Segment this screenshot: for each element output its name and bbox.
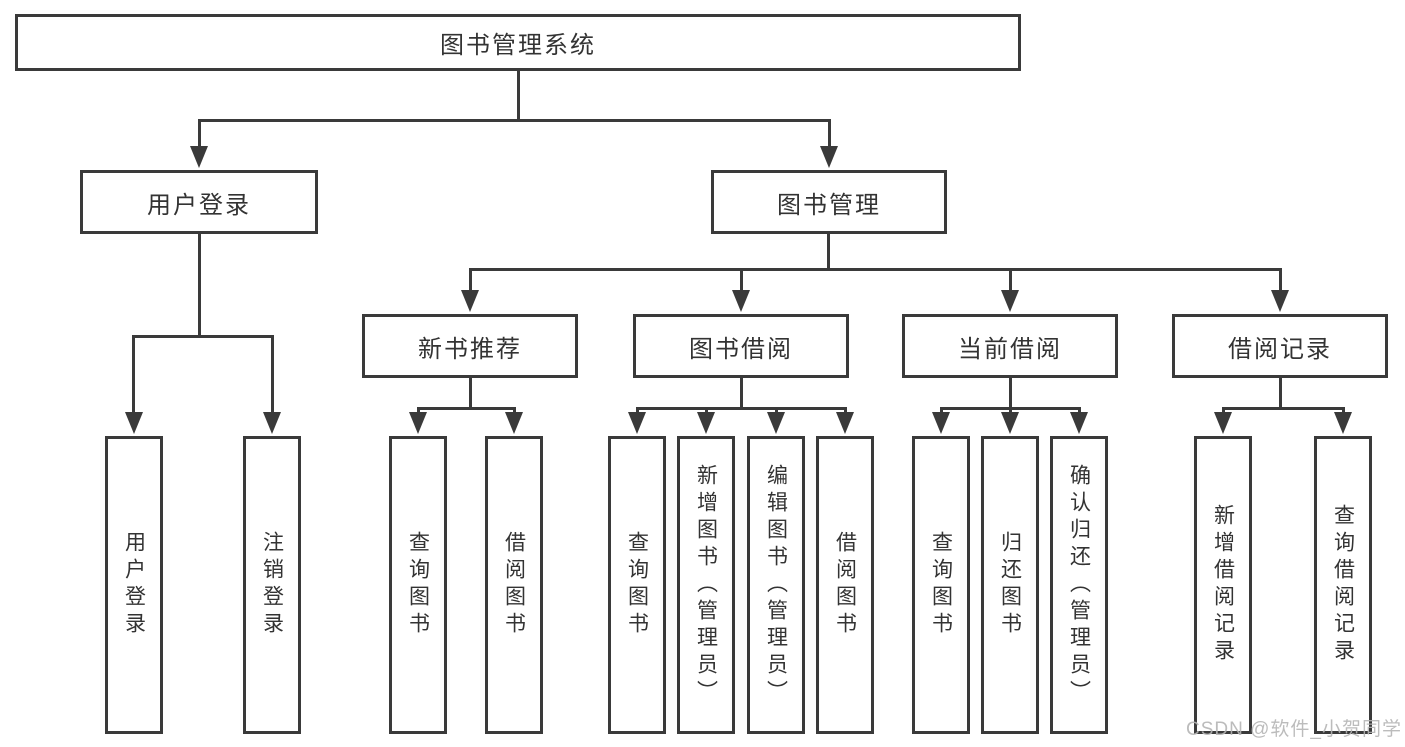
connector-line	[1009, 407, 1012, 416]
arrowhead-down-icon	[190, 146, 208, 168]
arrowhead-down-icon	[767, 412, 785, 434]
connector-line	[1222, 407, 1225, 416]
connector-line	[1279, 268, 1282, 294]
connector-line	[132, 335, 274, 338]
arrowhead-down-icon	[697, 412, 715, 434]
connector-line	[417, 407, 420, 416]
leaf-logout: 注销登录	[243, 436, 301, 734]
leaf-return-book: 归还图书	[981, 436, 1039, 734]
connector-line	[271, 335, 274, 415]
connector-line	[517, 70, 520, 121]
leaf-add-book-admin: 新增图书（管理员）	[677, 436, 735, 734]
arrowhead-down-icon	[1214, 412, 1232, 434]
connector-line	[1342, 407, 1345, 416]
node-current-borrow: 当前借阅	[902, 314, 1118, 378]
connector-line	[740, 268, 743, 294]
connector-line	[198, 234, 201, 337]
connector-line	[1009, 268, 1012, 294]
leaf-query-borrow-record: 查询借阅记录	[1314, 436, 1372, 734]
arrowhead-down-icon	[1070, 412, 1088, 434]
connector-line	[844, 407, 847, 416]
leaf-user-login: 用户登录	[105, 436, 163, 734]
node-new-book-recommend: 新书推荐	[362, 314, 578, 378]
arrowhead-down-icon	[1001, 290, 1019, 312]
connector-line	[740, 378, 743, 409]
leaf-query-books-borrow: 查询图书	[608, 436, 666, 734]
connector-line	[1279, 378, 1282, 409]
node-library-system: 图书管理系统	[15, 14, 1021, 71]
connector-line	[513, 407, 516, 416]
arrowhead-down-icon	[125, 412, 143, 434]
connector-line	[827, 234, 830, 270]
node-borrow-records: 借阅记录	[1172, 314, 1388, 378]
csdn-watermark: CSDN @软件_小贺同学	[1186, 719, 1402, 740]
arrowhead-down-icon	[836, 412, 854, 434]
arrowhead-down-icon	[1334, 412, 1352, 434]
leaf-query-books-current: 查询图书	[912, 436, 970, 734]
connector-line	[1078, 407, 1081, 416]
arrowhead-down-icon	[1271, 290, 1289, 312]
arrowhead-down-icon	[932, 412, 950, 434]
connector-line	[1009, 378, 1012, 409]
arrowhead-down-icon	[461, 290, 479, 312]
leaf-borrow-books: 借阅图书	[816, 436, 874, 734]
leaf-query-books-recommend: 查询图书	[389, 436, 447, 734]
connector-line	[417, 407, 516, 410]
connector-line	[1222, 407, 1345, 410]
leaf-add-borrow-record: 新增借阅记录	[1194, 436, 1252, 734]
leaf-confirm-return-admin: 确认归还（管理员）	[1050, 436, 1108, 734]
arrowhead-down-icon	[1001, 412, 1019, 434]
connector-line	[940, 407, 943, 416]
node-book-management: 图书管理	[711, 170, 947, 234]
leaf-borrow-books-recommend: 借阅图书	[485, 436, 543, 734]
leaf-edit-book-admin: 编辑图书（管理员）	[747, 436, 805, 734]
connector-line	[705, 407, 708, 416]
arrowhead-down-icon	[820, 146, 838, 168]
arrowhead-down-icon	[505, 412, 523, 434]
connector-line	[132, 335, 135, 415]
arrowhead-down-icon	[732, 290, 750, 312]
node-book-borrow: 图书借阅	[633, 314, 849, 378]
connector-line	[775, 407, 778, 416]
connector-line	[636, 407, 847, 410]
connector-line	[198, 119, 201, 149]
arrowhead-down-icon	[409, 412, 427, 434]
node-user-login: 用户登录	[80, 170, 318, 234]
arrowhead-down-icon	[263, 412, 281, 434]
arrowhead-down-icon	[628, 412, 646, 434]
connector-line	[828, 119, 831, 149]
connector-line	[469, 378, 472, 409]
connector-line	[469, 268, 472, 294]
connector-line	[198, 119, 831, 122]
connector-line	[636, 407, 639, 416]
connector-line	[469, 268, 1282, 271]
